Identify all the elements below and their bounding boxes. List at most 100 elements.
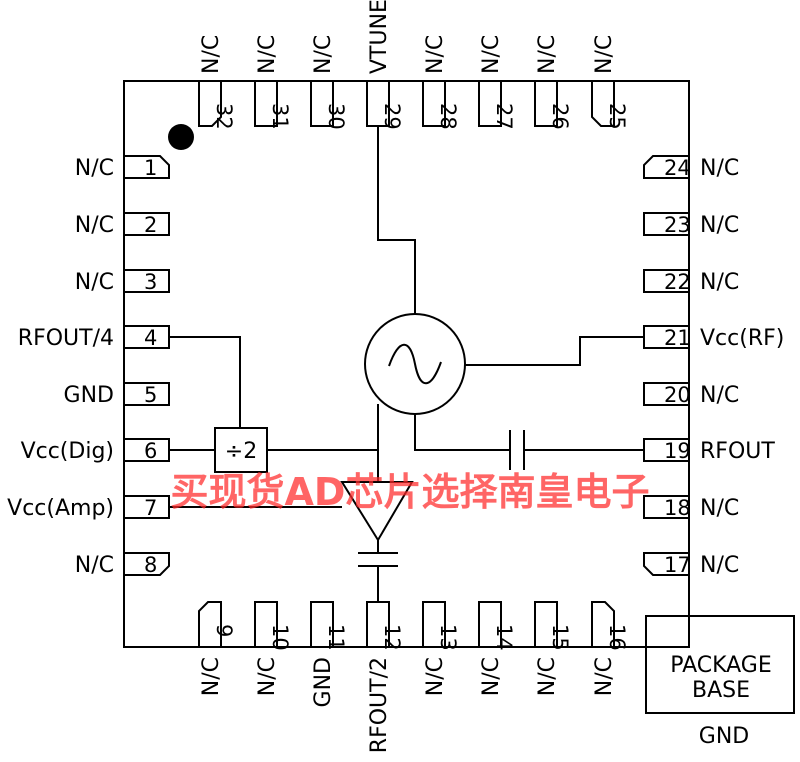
pin-number: 28 — [436, 103, 460, 130]
package-base-box — [645, 615, 795, 714]
pin-27: 27 — [478, 80, 516, 130]
pin-label: N/C — [255, 35, 280, 74]
divider-label: ÷2 — [225, 439, 257, 464]
pin-number: 31 — [268, 103, 292, 130]
pin-pad — [643, 269, 690, 293]
package-outline — [123, 80, 690, 648]
pin-label: N/C — [700, 383, 739, 408]
pin-7: 7 — [123, 495, 170, 520]
pin-label: N/C — [592, 35, 617, 74]
watermark-text: 买现货AD芯片选择南皇电子 — [171, 470, 650, 514]
pin-number: 22 — [664, 270, 691, 294]
pin-labels-group: N/CN/CN/CRFOUT/4GNDVcc(Dig)Vcc(Amp)N/CN/… — [7, 0, 784, 753]
pin-pad — [643, 382, 690, 406]
pin-pad — [123, 325, 170, 349]
pin1-marker — [168, 124, 194, 150]
pin-label: N/C — [311, 35, 336, 74]
vtune-wire — [377, 126, 416, 314]
pin-pad — [123, 382, 170, 406]
pin-label: N/C — [535, 35, 560, 74]
pin-number: 2 — [144, 213, 157, 237]
pin-pad — [310, 80, 334, 127]
pin-number: 7 — [144, 496, 157, 520]
pin-pad — [422, 601, 446, 648]
package-base-label-line1: PACKAGE — [670, 653, 772, 678]
pin-3: 3 — [123, 269, 170, 294]
rfout-wire-a — [414, 414, 510, 451]
pin-pad — [123, 212, 170, 236]
divider-block: ÷2 — [214, 427, 268, 473]
vccrf-wire — [465, 336, 643, 366]
pin-label: GND — [311, 657, 336, 707]
pin-label: N/C — [75, 213, 114, 238]
pin-30: 30 — [310, 80, 348, 130]
pin-14: 14 — [478, 601, 516, 651]
pin-16: 16 — [591, 601, 629, 651]
pin-pad — [643, 495, 690, 519]
pin-label: N/C — [199, 657, 224, 696]
pin-number: 23 — [664, 213, 691, 237]
pin-12: 12 — [366, 601, 404, 651]
pin-28: 28 — [422, 80, 460, 130]
pin-pad — [198, 80, 222, 127]
pin-31: 31 — [254, 80, 292, 130]
pin-pad — [254, 80, 278, 127]
pin-pad — [123, 269, 170, 293]
pin-number: 11 — [324, 624, 348, 651]
pin-label: N/C — [700, 553, 739, 578]
pin-1: 1 — [123, 155, 170, 180]
pin-pad — [643, 325, 690, 349]
pin-number: 16 — [605, 624, 629, 651]
pin-5: 5 — [123, 382, 170, 407]
pin-21: 21 — [643, 325, 691, 350]
pin-label: N/C — [592, 657, 617, 696]
pin-pad — [643, 155, 690, 179]
pin-13: 13 — [422, 601, 460, 651]
rfout4-wire — [169, 336, 241, 428]
pin-pad — [534, 80, 558, 127]
pin-number: 4 — [144, 326, 157, 350]
pin-19: 19 — [643, 438, 691, 463]
pin-label: N/C — [700, 270, 739, 295]
pin-label: N/C — [75, 156, 114, 181]
pin-label: Vcc(Amp) — [7, 496, 114, 521]
pin-label: N/C — [479, 657, 504, 696]
pin-label: N/C — [535, 657, 560, 696]
pin-32: 32 — [198, 80, 236, 130]
pin-number: 14 — [492, 624, 516, 651]
pin-pad — [534, 601, 558, 648]
pin-pad — [123, 155, 170, 179]
pin-number: 29 — [380, 103, 404, 130]
pin-22: 22 — [643, 269, 691, 294]
pin-20: 20 — [643, 382, 691, 407]
pin-pad — [254, 601, 278, 648]
package-base-gnd-label: GND — [699, 724, 749, 749]
internal-wiring — [169, 126, 643, 602]
pin-label: N/C — [423, 35, 448, 74]
pin-6: 6 — [123, 438, 170, 463]
pin-pad — [123, 495, 170, 519]
pin-number: 12 — [380, 624, 404, 651]
pin-number: 5 — [144, 383, 157, 407]
package-base: PACKAGE BASE GND — [645, 615, 795, 749]
pin-pad — [422, 80, 446, 127]
divider-box — [214, 427, 268, 473]
pin-4: 4 — [123, 325, 170, 350]
pin-18: 18 — [643, 495, 691, 520]
pin-9: 9 — [198, 601, 236, 648]
pin-pad — [591, 80, 615, 127]
pin-label: N/C — [700, 156, 739, 181]
package-base-label-line2: BASE — [692, 678, 750, 703]
pin-number: 27 — [492, 103, 516, 130]
pin-label: N/C — [700, 496, 739, 521]
pin-number: 13 — [436, 624, 460, 651]
pin-label: N/C — [700, 213, 739, 238]
pin-label: RFOUT — [700, 439, 775, 464]
pin-number: 26 — [548, 103, 572, 130]
pin-label: N/C — [199, 35, 224, 74]
pin-pad — [643, 552, 690, 576]
pin-number: 21 — [664, 326, 691, 350]
